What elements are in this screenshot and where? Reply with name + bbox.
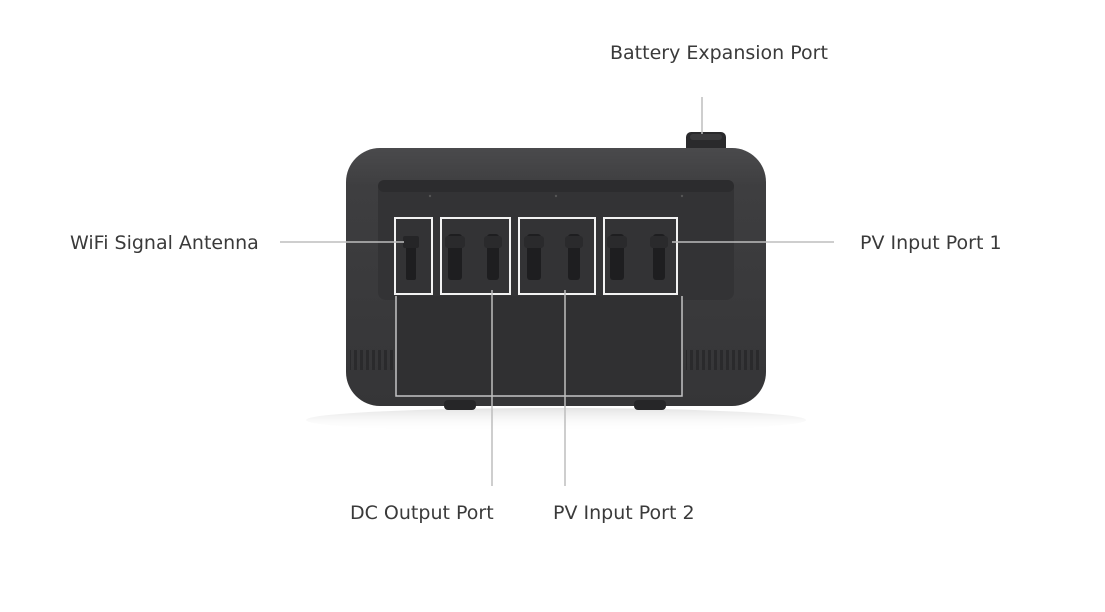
dc-output-connectors: [445, 234, 502, 280]
label-dc-output-port: DC Output Port: [350, 502, 494, 524]
dc-output-highlight: [440, 217, 511, 295]
pv-input-2-connectors: [524, 234, 583, 280]
label-wifi-signal-antenna: WiFi Signal Antenna: [70, 232, 259, 254]
label-battery-expansion-port: Battery Expansion Port: [610, 42, 828, 64]
wifi-antenna-connector: [403, 236, 419, 280]
left-vent-grille: [350, 350, 394, 370]
pv-input-2-highlight: [518, 217, 596, 295]
label-pv-input-port-2: PV Input Port 2: [553, 502, 695, 524]
device-body: [346, 148, 766, 410]
pv-input-1-connectors: [607, 234, 668, 280]
wifi-antenna-highlight: [394, 217, 433, 295]
right-vent-grille: [686, 350, 760, 370]
panel-outline: [395, 296, 683, 397]
ground-shadow: [306, 408, 806, 432]
pv-input-1-highlight: [603, 217, 678, 295]
label-pv-input-port-1: PV Input Port 1: [860, 232, 1002, 254]
